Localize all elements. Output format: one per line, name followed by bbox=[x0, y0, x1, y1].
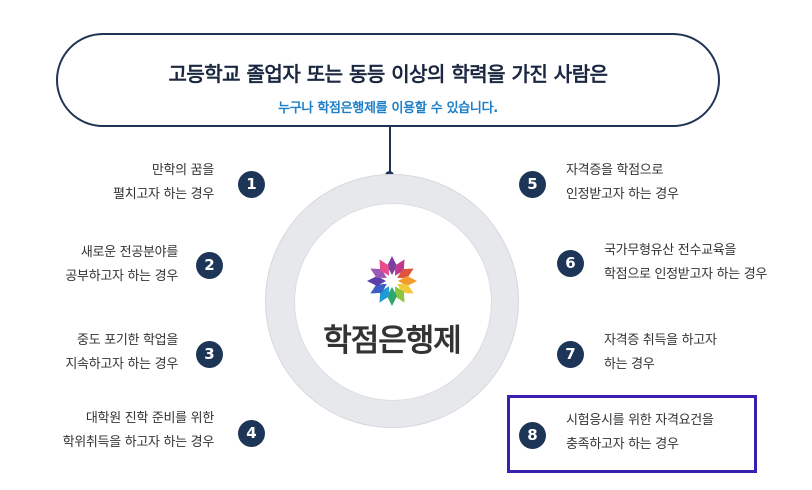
item-1-line1: 만학의 꿈을 bbox=[151, 163, 214, 178]
item-1-text: 만학의 꿈을 펼치고자 하는 경우 bbox=[113, 159, 214, 207]
item-2-line2: 공부하고자 하는 경우 bbox=[65, 269, 178, 284]
item-4-text: 대학원 진학 준비를 위한 학위취득을 하고자 하는 경우 bbox=[62, 407, 215, 455]
banner-title: 고등학교 졸업자 또는 동등 이상의 학력을 가진 사람은 bbox=[168, 62, 608, 86]
connector-line bbox=[389, 127, 391, 175]
logo-petal bbox=[397, 284, 414, 294]
item-3-line1: 중도 포기한 학업을 bbox=[77, 333, 178, 348]
item-7-line1: 자격증 취득을 하고자 bbox=[604, 333, 717, 348]
item-2-badge: 2 bbox=[196, 252, 223, 279]
item-8-text: 시험응시를 위한 자격요건을 충족하고자 하는 경우 bbox=[566, 409, 714, 457]
logo-petal bbox=[379, 286, 389, 303]
item-5-text: 자격증을 학점으로 인정받고자 하는 경우 bbox=[566, 159, 679, 207]
top-banner: 고등학교 졸업자 또는 동등 이상의 학력을 가진 사람은 누구나 학점은행제를… bbox=[56, 33, 720, 127]
logo-petal bbox=[397, 268, 414, 278]
item-1-badge: 1 bbox=[238, 171, 265, 198]
item-7-line2: 하는 경우 bbox=[604, 357, 655, 372]
item-6-text: 국가무형유산 전수교육을 학점으로 인정받고자 하는 경우 bbox=[604, 239, 767, 287]
item-8-highlight-box bbox=[507, 395, 757, 473]
item-3-badge: 3 bbox=[196, 341, 223, 368]
logo-petal bbox=[379, 259, 389, 276]
logo-petal bbox=[395, 286, 405, 303]
item-1-line2: 펼치고자 하는 경우 bbox=[113, 187, 214, 202]
item-7-text: 자격증 취득을 하고자 하는 경우 bbox=[604, 329, 717, 377]
item-4-line2: 학위취득을 하고자 하는 경우 bbox=[62, 435, 215, 450]
item-8-line1: 시험응시를 위한 자격요건을 bbox=[566, 413, 714, 428]
logo-petal bbox=[370, 268, 387, 278]
banner-subtitle: 누구나 학점은행제를 이용할 수 있습니다. bbox=[278, 101, 498, 116]
item-6-line2: 학점으로 인정받고자 하는 경우 bbox=[604, 267, 768, 282]
item-2-text: 새로운 전공분야를 공부하고자 하는 경우 bbox=[65, 241, 178, 289]
item-5-line1: 자격증을 학점으로 bbox=[566, 163, 664, 178]
item-4-badge: 4 bbox=[238, 420, 265, 447]
item-2-line1: 새로운 전공분야를 bbox=[80, 245, 178, 260]
center-title: 학점은행제 bbox=[323, 323, 462, 359]
item-3-line2: 지속하고자 하는 경우 bbox=[65, 357, 178, 372]
item-5-badge: 5 bbox=[519, 171, 546, 198]
item-8-line2: 충족하고자 하는 경우 bbox=[566, 437, 679, 452]
item-4-line1: 대학원 진학 준비를 위한 bbox=[85, 411, 214, 426]
logo-petal bbox=[370, 284, 387, 294]
credit-bank-logo-icon bbox=[367, 256, 417, 306]
item-6-badge: 6 bbox=[557, 250, 584, 277]
logo-petal bbox=[387, 287, 397, 306]
item-7-badge: 7 bbox=[557, 341, 584, 368]
logo-petal bbox=[387, 256, 397, 275]
item-8-badge: 8 bbox=[519, 422, 546, 449]
logo-petal bbox=[367, 276, 386, 286]
item-5-line2: 인정받고자 하는 경우 bbox=[566, 187, 679, 202]
logo-petal bbox=[395, 259, 405, 276]
logo-petal bbox=[398, 276, 417, 286]
item-3-text: 중도 포기한 학업을 지속하고자 하는 경우 bbox=[65, 329, 178, 377]
item-6-line1: 국가무형유산 전수교육을 bbox=[604, 243, 737, 258]
